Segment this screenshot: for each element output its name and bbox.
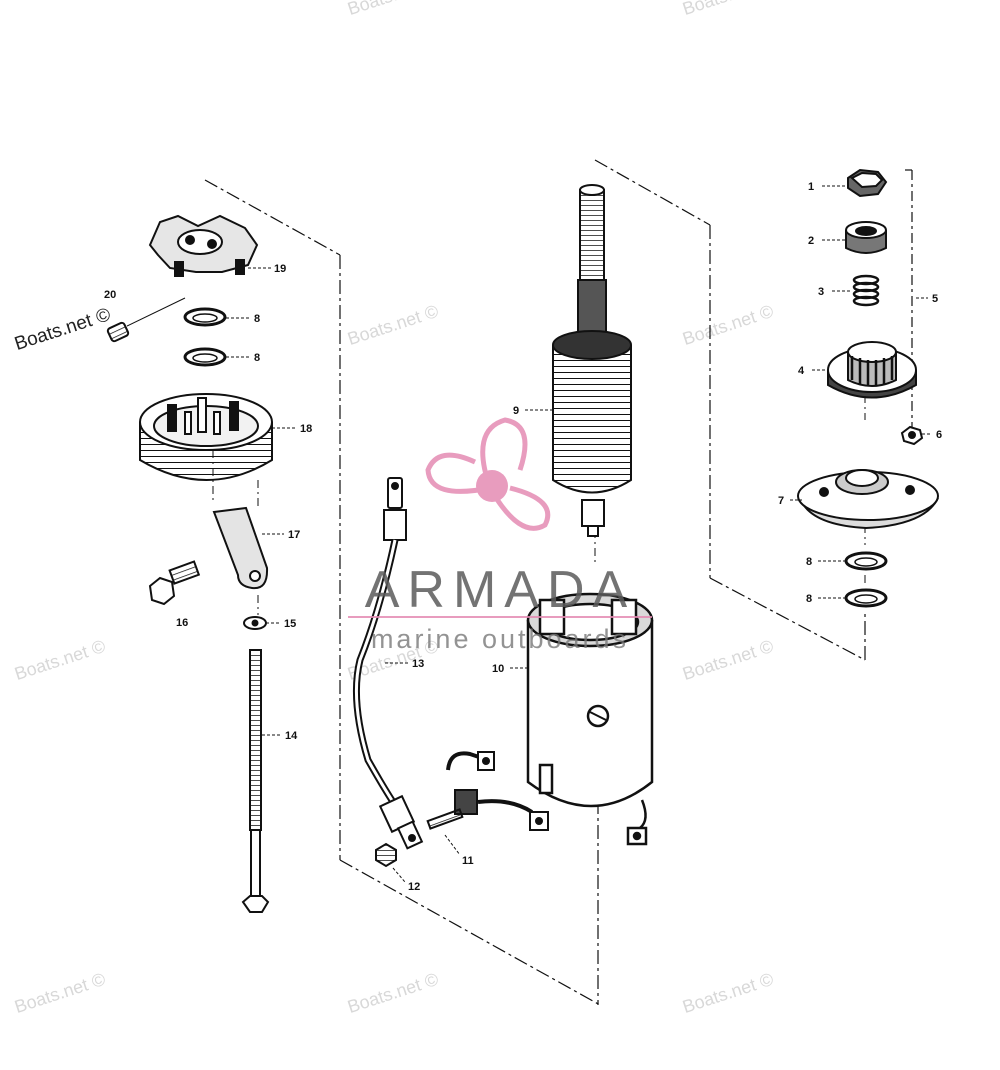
- propeller-logo: [425, 417, 551, 531]
- armature-part: [552, 184, 632, 537]
- small-nut-part: [900, 425, 924, 446]
- callout-19: 19: [274, 263, 286, 275]
- callout-1: 1: [808, 181, 814, 193]
- callout-2: 2: [808, 235, 814, 247]
- callout-20: 20: [104, 289, 116, 301]
- end-cap-plate-part: [148, 214, 259, 277]
- callout-14: 14: [285, 730, 298, 742]
- washer-part: [844, 551, 888, 608]
- callout-8: 8: [806, 593, 812, 605]
- callout-13: 13: [412, 658, 424, 670]
- washer-part: [183, 307, 227, 367]
- callout-9: 9: [513, 405, 519, 417]
- callout-17: 17: [288, 529, 300, 541]
- callout-5: 5: [932, 293, 938, 305]
- assembly-outline-left: [204, 179, 601, 1006]
- callout-7: 7: [778, 495, 784, 507]
- drive-end-plate-part: [797, 469, 939, 530]
- collar-part: [845, 221, 887, 254]
- through-bolt-part: [241, 649, 270, 913]
- callout-16: 16: [176, 617, 188, 629]
- motor-frame-part: [526, 592, 654, 846]
- bolt-part: [148, 560, 201, 606]
- callout-3: 3: [818, 286, 824, 298]
- callout-8: 8: [254, 352, 260, 364]
- callout-10: 10: [492, 663, 504, 675]
- callout-8: 8: [254, 313, 260, 325]
- callout-15: 15: [284, 618, 296, 630]
- brand-name: ARMADA: [364, 561, 636, 619]
- brand-tagline: marine outboards: [370, 624, 630, 654]
- assembly-outline-center: [594, 159, 866, 1005]
- drive-pinion-part: [827, 341, 917, 399]
- set-screw-part: [106, 297, 186, 343]
- lock-washer-part: [243, 616, 267, 630]
- brush-set-part: [426, 751, 549, 831]
- callout-18: 18: [300, 423, 312, 435]
- callout-12: 12: [408, 881, 420, 893]
- callout-8: 8: [806, 556, 812, 568]
- callout-4: 4: [798, 365, 805, 377]
- hex-nut-part: [847, 168, 888, 198]
- callout-11: 11: [462, 855, 474, 867]
- callout-6: 6: [936, 429, 942, 441]
- spring-part: [852, 274, 880, 307]
- mounting-bracket-part: [212, 506, 269, 590]
- nut-part: [375, 842, 397, 868]
- lead-wire-part: [352, 477, 424, 850]
- leader-lines: [226, 185, 932, 883]
- brush-holder-ring-part: [139, 393, 273, 481]
